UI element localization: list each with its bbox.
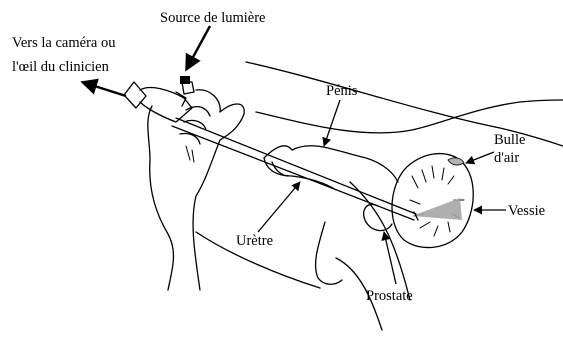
label-prostate: Prostate <box>366 288 413 304</box>
label-camera-line2: l'œil du clinicien <box>12 59 110 75</box>
label-camera-line1: Vers la caméra ou <box>12 35 115 51</box>
label-light-source: Source de lumière <box>160 10 266 26</box>
label-urethra: Urètre <box>236 233 273 249</box>
light-beam <box>412 198 462 220</box>
label-air-bubble-line2: d'air <box>494 150 519 166</box>
label-penis: Pénis <box>326 83 358 99</box>
bladder <box>392 154 473 248</box>
light-source-arrow <box>186 26 210 70</box>
camera-arrow <box>82 82 126 96</box>
label-air-bubble-line1: Bulle <box>494 132 525 148</box>
prostate <box>364 204 392 230</box>
penis-arrow <box>324 100 340 146</box>
urethra-arrow <box>258 182 300 232</box>
label-bladder: Vessie <box>508 203 545 219</box>
cystoscope-eyepiece <box>124 76 194 122</box>
bubble-arrow <box>466 152 494 163</box>
gloved-hand <box>148 90 244 290</box>
penis <box>264 146 398 190</box>
air-bubble <box>448 158 464 165</box>
